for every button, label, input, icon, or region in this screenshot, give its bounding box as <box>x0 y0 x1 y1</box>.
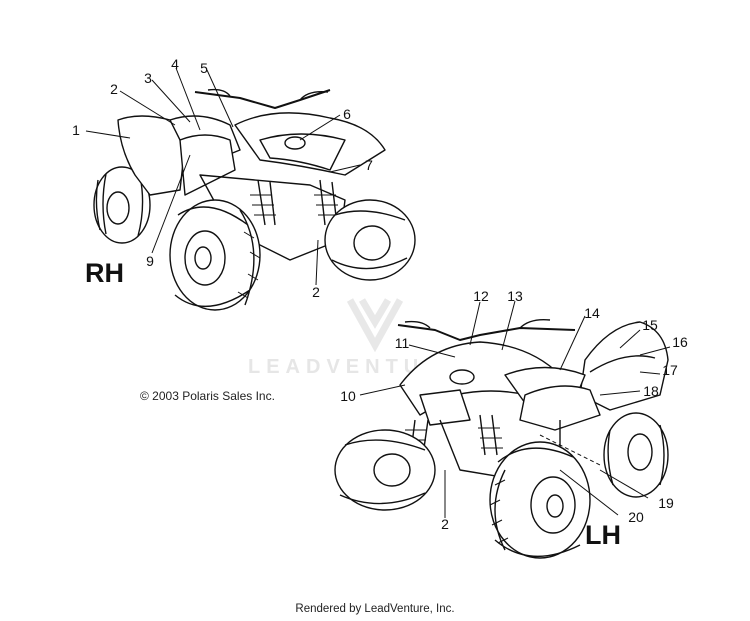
callout-4: 4 <box>171 56 179 72</box>
callout-18: 18 <box>643 383 659 399</box>
callout-1: 1 <box>72 122 80 138</box>
view-label-lh: LH <box>585 520 621 550</box>
callout-12: 12 <box>473 288 489 304</box>
callout-19: 19 <box>658 495 674 511</box>
callout-2: 2 <box>110 81 118 97</box>
callout-3: 3 <box>144 70 152 86</box>
callout-6: 6 <box>343 106 351 122</box>
callout-16: 16 <box>672 334 688 350</box>
callout-17: 17 <box>662 362 678 378</box>
callout-5: 5 <box>200 60 208 76</box>
callout-11: 11 <box>394 335 410 351</box>
watermark-text: LEADVENTURE <box>248 356 465 378</box>
callout-7: 7 <box>365 157 373 173</box>
view-label-rh: RH <box>85 258 124 288</box>
callout-15: 15 <box>642 317 658 333</box>
copyright-text: © 2003 Polaris Sales Inc. <box>140 389 275 403</box>
footer-text: Rendered by LeadVenture, Inc. <box>295 603 455 615</box>
callout-2-lh-bottom: 2 <box>441 516 449 532</box>
callout-14: 14 <box>584 305 600 321</box>
callout-2-rh-bottom: 2 <box>312 284 320 300</box>
callout-10: 10 <box>340 388 356 404</box>
callout-13: 13 <box>507 288 523 304</box>
callout-20: 20 <box>628 509 644 525</box>
callout-9: 9 <box>146 253 154 269</box>
